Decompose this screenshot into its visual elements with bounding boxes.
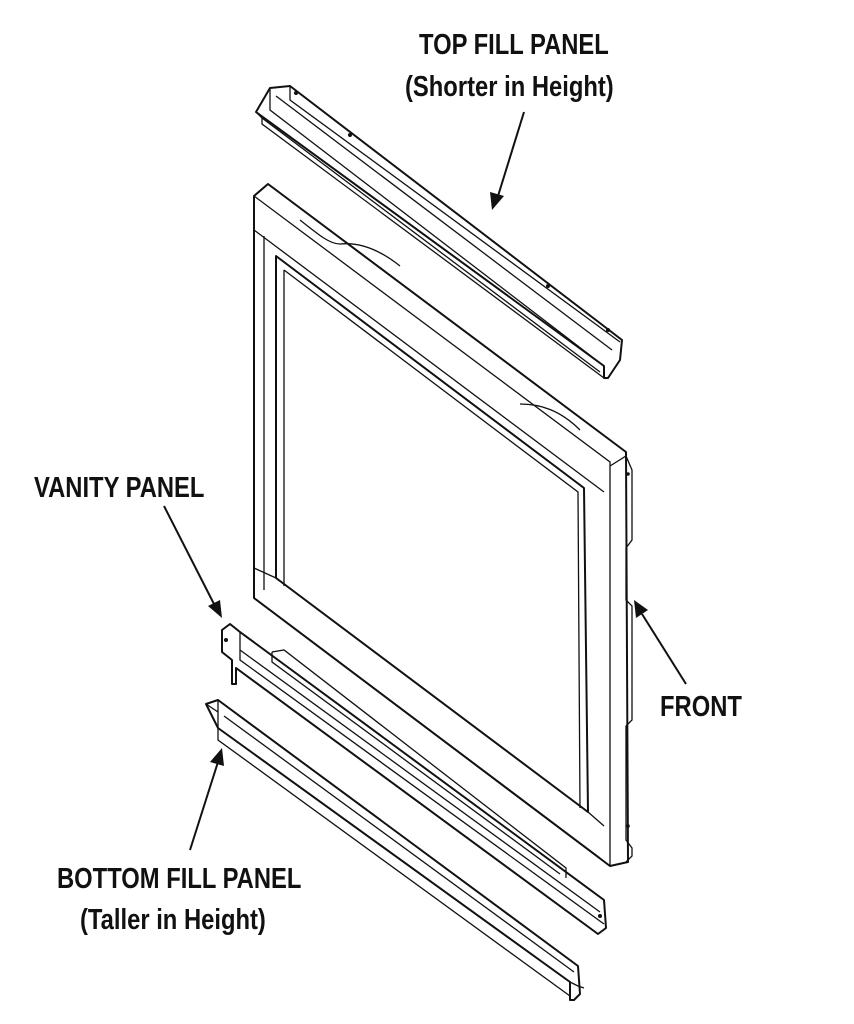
vanity-panel-part	[221, 623, 607, 935]
bottom-fill-panel-label: BOTTOM FILL PANEL	[57, 863, 302, 895]
top-fill-panel-part	[255, 85, 623, 379]
front-label: FRONT	[660, 691, 742, 723]
bottom-fill-panel-arrow	[189, 748, 224, 851]
top-fill-panel-note: (Shorter in Height)	[405, 71, 614, 103]
front-arrow	[634, 600, 687, 685]
top-fill-panel-arrow	[490, 111, 525, 210]
vanity-panel-arrow	[163, 505, 222, 618]
vanity-panel-label: VANITY PANEL	[34, 472, 205, 504]
front-frame-part	[253, 183, 633, 867]
bottom-fill-panel-note: (Taller in Height)	[80, 904, 266, 936]
bottom-fill-panel-part	[205, 699, 585, 1001]
top-fill-panel-label: TOP FILL PANEL	[419, 29, 609, 61]
